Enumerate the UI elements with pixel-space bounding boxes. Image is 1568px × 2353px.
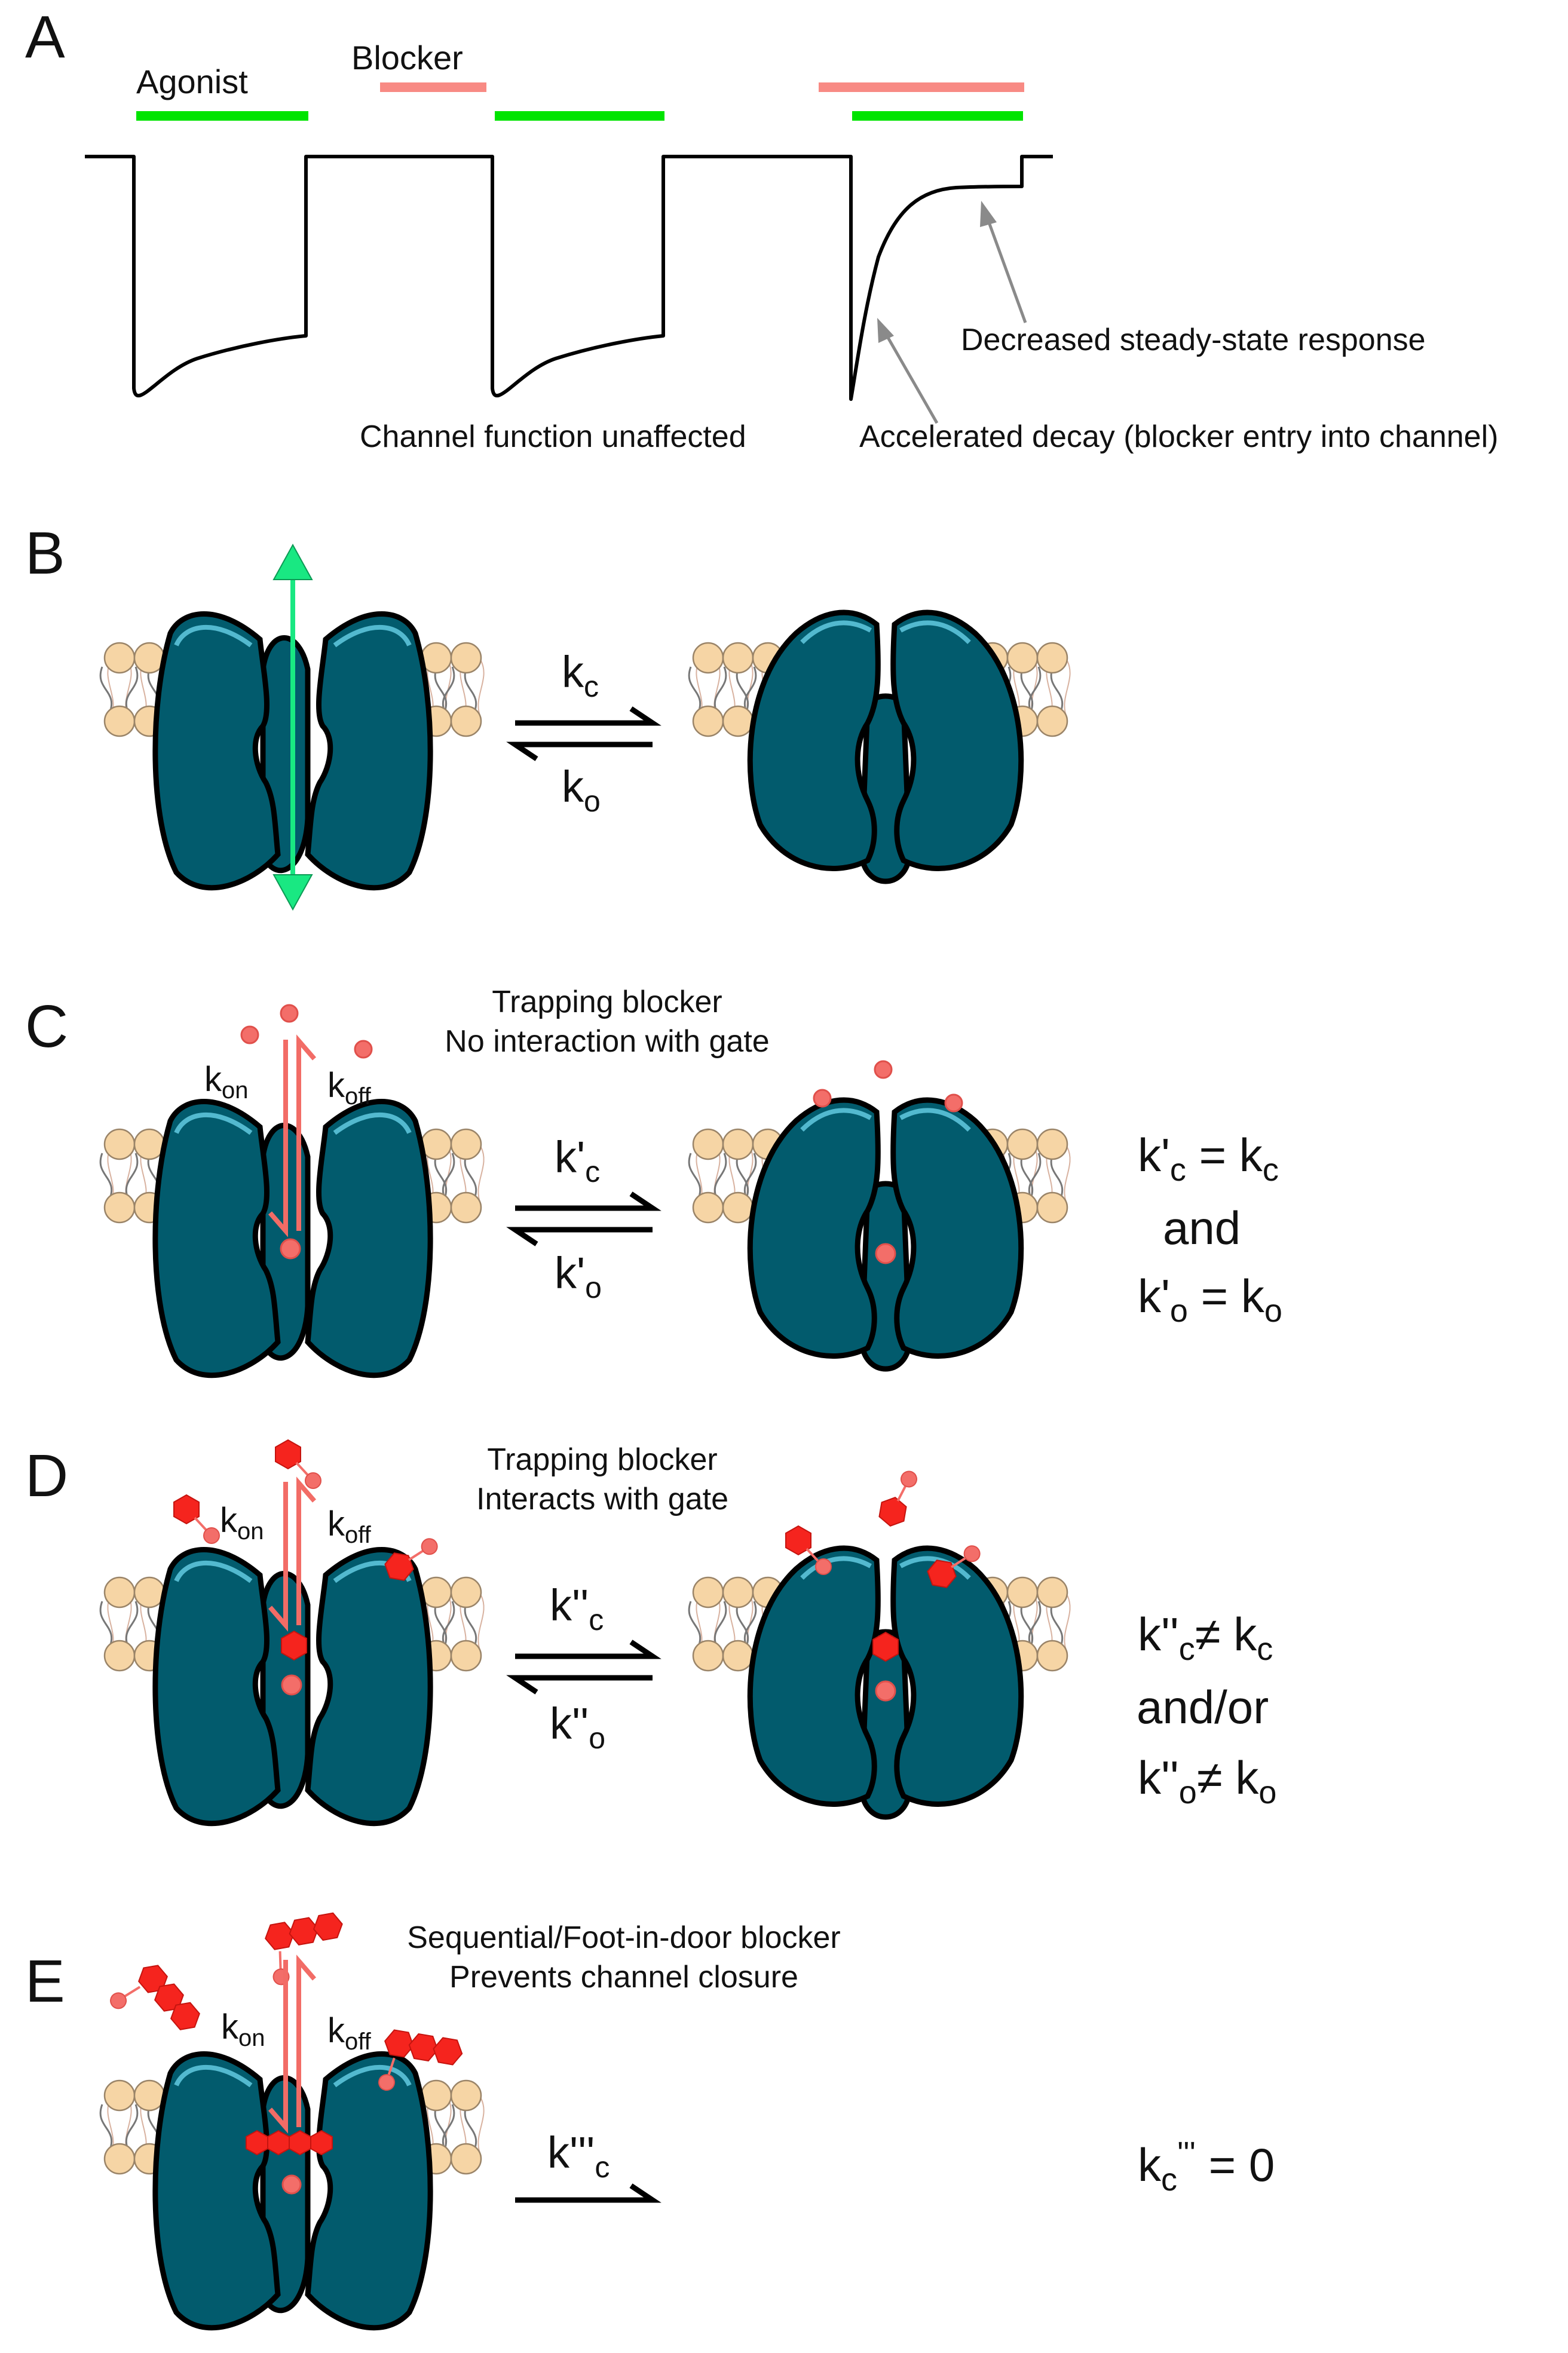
koff-d: koff: [327, 1505, 372, 1548]
kon-koff-arrows-icon: [268, 1034, 317, 1237]
title-d-line2: Interacts with gate: [476, 1482, 728, 1516]
annotation-arrows: [877, 201, 1027, 424]
bound-blocker-icon: [246, 2130, 333, 2195]
kon-d: kon: [220, 1501, 264, 1545]
panel-letter-a: A: [25, 4, 65, 71]
current-trace: [85, 155, 1053, 401]
panel-a: A Agonist Blocker Channel function unaff…: [25, 4, 1498, 454]
equation-c-1: k'c = kc: [1138, 1129, 1279, 1188]
agonist-label: Agonist: [136, 63, 248, 100]
koff-e: koff: [327, 2011, 372, 2055]
conj-c: and: [1163, 1202, 1241, 1254]
forward-arrow-icon: [515, 2183, 662, 2203]
panel-b: B kc ko: [25, 520, 1071, 911]
blocker-ion-icon: [240, 1004, 963, 1264]
ion-channel-open-icon: [155, 1102, 430, 1375]
panel-letter-d: D: [25, 1442, 68, 1509]
panel-c: C Trapping blocker No interaction with g…: [25, 985, 1282, 1375]
title-d-line1: Trapping blocker: [487, 1442, 717, 1477]
kon-koff-arrows-icon: [268, 1476, 317, 1632]
ion-channel-closed-icon: [750, 1100, 1021, 1369]
rate-reverse-b: ko: [562, 762, 601, 818]
rate-forward-e: k'''c: [547, 2128, 610, 2184]
panel-letter-c: C: [25, 993, 68, 1060]
equation-d-1: k''c≠ kc: [1138, 1608, 1273, 1667]
equilibrium-arrows-icon: [506, 1640, 662, 1695]
title-c-line2: No interaction with gate: [445, 1024, 769, 1059]
panel-letter-b: B: [25, 520, 65, 587]
decay-label: Accelerated decay (blocker entry into ch…: [859, 419, 1498, 454]
koff-c: koff: [327, 1066, 372, 1110]
equation-d-2: k''o≠ ko: [1138, 1751, 1276, 1810]
kon-e: kon: [221, 2008, 265, 2051]
panel-d: D Trapping blocker Interacts with gate k…: [25, 1439, 1276, 1824]
ion-channel-closed-icon: [750, 612, 1021, 881]
kon-koff-arrows-icon: [268, 1954, 317, 2134]
blocker-label: Blocker: [351, 39, 463, 76]
equation-e: kc''' = 0: [1138, 2136, 1275, 2198]
ion-flux-arrow-icon: [272, 543, 313, 911]
equilibrium-arrows-icon: [506, 706, 662, 761]
equation-c-2: k'o = ko: [1138, 1270, 1282, 1329]
bound-blocker-icon: [281, 1630, 899, 1702]
title-e-line1: Sequential/Foot-in-door blocker: [407, 1920, 841, 1955]
panel-e: E Sequential/Foot-in-door blocker Preven…: [25, 1888, 1275, 2328]
title-c-line1: Trapping blocker: [492, 985, 722, 1019]
rate-reverse-c: k'o: [555, 1248, 602, 1304]
conj-d: and/or: [1137, 1681, 1269, 1733]
equilibrium-arrows-icon: [506, 1191, 662, 1246]
rate-forward-c: k'c: [555, 1132, 600, 1188]
rate-forward-d: k''c: [550, 1580, 604, 1637]
unaffected-label: Channel function unaffected: [360, 419, 746, 454]
steady-state-label: Decreased steady-state response: [961, 323, 1426, 357]
kon-c: kon: [204, 1060, 249, 1104]
rate-reverse-d: k''o: [550, 1699, 605, 1755]
rate-forward-b: kc: [562, 647, 599, 703]
title-e-line2: Prevents channel closure: [449, 1960, 798, 1994]
panel-letter-e: E: [25, 1948, 65, 2015]
